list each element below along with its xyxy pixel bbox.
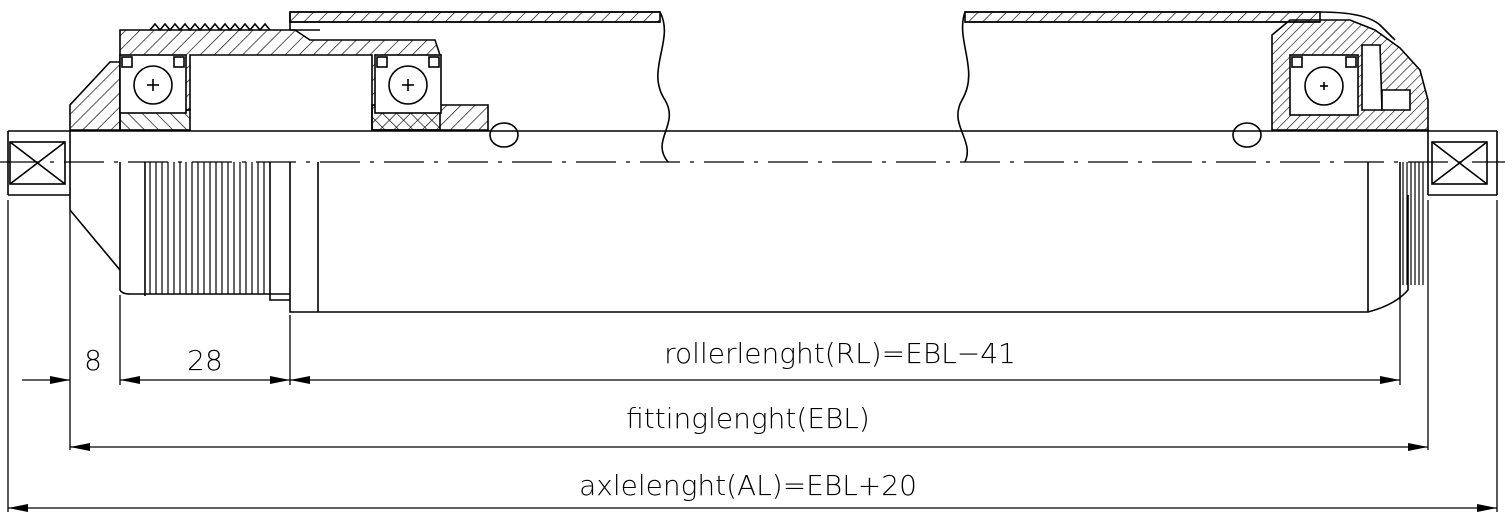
left-cap-lower bbox=[69, 195, 121, 271]
seal-ring-right bbox=[1232, 122, 1262, 148]
dim-label-fitting-length: fittinglenght(EBL) bbox=[626, 402, 870, 435]
threaded-section bbox=[119, 162, 290, 301]
axle-end-left bbox=[9, 141, 66, 185]
bearing-left-outer bbox=[119, 54, 187, 114]
seal-ring-left bbox=[489, 122, 519, 148]
break-line-left bbox=[657, 11, 671, 163]
dim-label-8: 8 bbox=[84, 344, 102, 377]
axle-end-right bbox=[1431, 141, 1488, 185]
axle-outline bbox=[7, 130, 1498, 196]
dimension-lines bbox=[8, 376, 1497, 512]
dim-label-28: 28 bbox=[187, 344, 223, 377]
dim-label-roller-length: rollerlenght(RL)=EBL−41 bbox=[664, 337, 1016, 370]
break-line-right bbox=[957, 11, 970, 163]
bearing-left-inner bbox=[374, 54, 442, 114]
extension-lines bbox=[7, 200, 1498, 512]
roller-body bbox=[289, 162, 1424, 313]
dim-label-axle-length: axlelenght(AL)=EBL+20 bbox=[579, 469, 917, 502]
roller-tube-wall bbox=[289, 11, 1396, 41]
right-end-cap-housing bbox=[1271, 19, 1429, 131]
